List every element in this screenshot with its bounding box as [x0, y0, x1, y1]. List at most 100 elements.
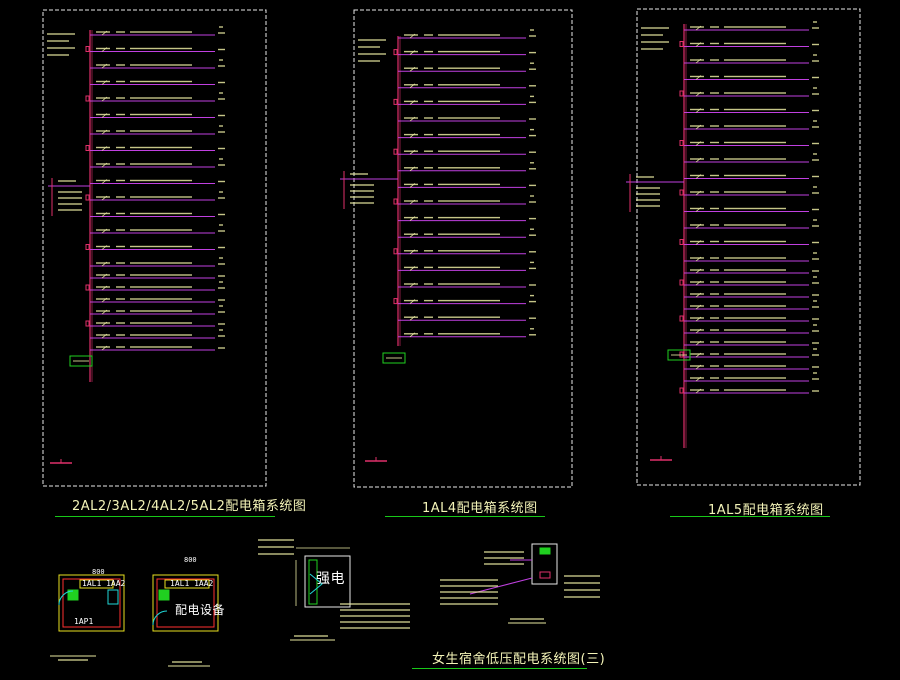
cable-spec: [724, 389, 786, 391]
breaker-label: [690, 240, 704, 243]
contactor: [393, 248, 398, 255]
branch-circuit: [679, 87, 819, 97]
breaker-rating: [710, 26, 719, 28]
header-text: [641, 48, 663, 50]
dim-top-2: 800: [184, 556, 197, 564]
panel-3: [626, 21, 819, 461]
cable-spec: [438, 50, 500, 53]
breaker-rating: [424, 216, 433, 219]
circuit-no: [529, 85, 536, 87]
circuit-no: [218, 311, 225, 313]
circuit-no: [812, 159, 819, 161]
cable-spec: [130, 286, 192, 288]
circuit-no: [529, 101, 536, 104]
incoming-text: [636, 205, 660, 207]
header-text: [47, 54, 69, 56]
cable-spec: [438, 150, 500, 152]
cable-spec: [438, 100, 500, 103]
breaker-rating: [116, 163, 125, 165]
cable-spec: [724, 240, 786, 243]
load-kw: [813, 87, 817, 89]
breaker-label: [96, 298, 110, 300]
breaker-label: [690, 75, 704, 78]
breaker-rating: [710, 224, 719, 226]
riser-spec: [340, 603, 410, 605]
cable-spec: [438, 250, 500, 252]
branch-circuit: [90, 257, 225, 267]
breaker-label: [96, 229, 110, 231]
cable-spec: [130, 346, 192, 348]
contactor: [679, 279, 684, 286]
breaker-rating: [424, 266, 433, 269]
riser-detail: [258, 539, 410, 641]
contactor: [679, 189, 684, 196]
contactor: [85, 244, 90, 250]
branch-circuit: [679, 239, 819, 245]
circuit-no: [812, 318, 819, 320]
circuit-no: [218, 197, 225, 199]
breaker-rating: [710, 353, 719, 355]
circuit-no: [529, 51, 536, 54]
branch-circuit: [684, 364, 819, 370]
cable-spec: [130, 274, 192, 276]
breaker-rating: [116, 310, 125, 312]
breaker-rating: [116, 212, 125, 215]
cable-spec: [130, 47, 192, 50]
breaker-label: [690, 174, 704, 177]
cable-spec: [724, 224, 786, 226]
riser-spec: [340, 621, 410, 623]
circuit-no: [812, 366, 819, 368]
circuit-no: [812, 60, 819, 62]
panel-title-2: 1AL4配电箱系统图: [422, 501, 538, 516]
breaker-rating: [710, 377, 719, 379]
feeder-spec: [440, 585, 498, 587]
breaker-label: [690, 125, 704, 127]
contactor: [85, 194, 90, 201]
breaker-label: [690, 108, 704, 111]
breaker-label: [96, 97, 110, 99]
contactor: [85, 284, 90, 291]
circuit-no: [218, 275, 225, 277]
breaker-rating: [116, 64, 125, 66]
contactor: [393, 148, 398, 155]
breaker-rating: [116, 80, 125, 83]
breaker-label: [404, 84, 418, 86]
breaker-label: [690, 59, 704, 61]
plan1-caption: [58, 659, 88, 661]
breaker-label: [404, 250, 418, 252]
branch-circuit: [398, 29, 536, 39]
branch-circuit: [398, 328, 536, 338]
circuit-no: [529, 134, 536, 137]
cable-spec: [130, 97, 192, 99]
breaker-label: [404, 299, 418, 302]
cable-spec: [438, 183, 500, 186]
branch-circuit: [90, 305, 225, 315]
breaker-rating: [116, 113, 125, 116]
circuit-no: [218, 65, 225, 67]
cable-spec: [130, 298, 192, 300]
breaker-label: [96, 130, 110, 132]
feeder-detail-green: [539, 547, 551, 555]
incoming-text: [350, 202, 374, 204]
circuit-no: [812, 93, 819, 95]
breaker-label: [690, 158, 704, 160]
breaker-label: [96, 47, 110, 50]
branch-circuit: [85, 244, 225, 250]
circuit-no: [812, 241, 819, 244]
cable-spec: [438, 133, 500, 136]
branch-circuit: [679, 41, 819, 47]
dim-top-1: 800: [92, 568, 105, 576]
circuit-no: [529, 251, 536, 253]
incoming-text: [58, 197, 82, 199]
breaker-rating: [424, 299, 433, 302]
breaker-rating: [116, 322, 125, 324]
cable-spec: [724, 207, 786, 210]
circuit-no: [812, 390, 819, 392]
feeder-detail-red: [539, 571, 551, 579]
circuit-no: [529, 151, 536, 153]
load-kw: [219, 191, 223, 193]
breaker-label: [690, 353, 704, 355]
breaker-rating: [710, 207, 719, 210]
circuit-no: [812, 27, 819, 29]
circuit-no: [812, 378, 819, 380]
